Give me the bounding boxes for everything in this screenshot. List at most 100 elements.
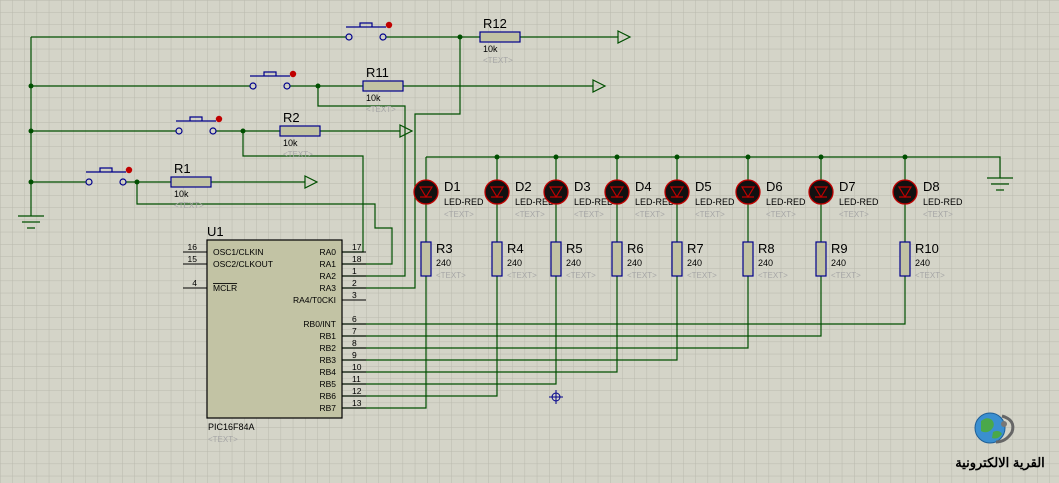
text-placeholder: <TEXT> [923, 210, 953, 219]
pin-name: RB7 [319, 403, 336, 413]
chip-part: PIC16F84A [208, 422, 255, 432]
text-placeholder: <TEXT> [635, 210, 665, 219]
pin-name: RA2 [319, 271, 336, 281]
diode-symbol-icon [897, 186, 913, 199]
push-button-3[interactable] [175, 115, 223, 135]
pin-number: 4 [192, 278, 197, 288]
resistor-ref: R8 [758, 241, 775, 256]
pin-name: RB6 [319, 391, 336, 401]
terminal-arrows [304, 30, 632, 189]
led-body [413, 179, 439, 205]
diode-symbol-icon [813, 186, 829, 199]
resistor-value: 10k [283, 138, 298, 148]
diode-symbol-icon [489, 186, 505, 199]
text-placeholder: <TEXT> [766, 210, 796, 219]
wires [18, 36, 1013, 409]
resistor-body [742, 241, 754, 277]
resistor-body [550, 241, 562, 277]
resistor-ref: R11 [366, 65, 389, 80]
resistor-ref: R4 [507, 241, 524, 256]
led-body [664, 179, 690, 205]
text-placeholder: <TEXT> [208, 435, 238, 444]
push-button-2[interactable] [249, 70, 297, 90]
push-buttons[interactable] [85, 21, 393, 186]
resistor-body [899, 241, 911, 277]
pin-number: 1 [352, 266, 357, 276]
resistor-body [815, 241, 827, 277]
pin-name: RB2 [319, 343, 336, 353]
resistor-value: 240 [758, 258, 773, 268]
led-value: LED-RED [923, 197, 963, 207]
led-body [484, 179, 510, 205]
text-placeholder: <TEXT> [174, 201, 204, 210]
pin-number: 6 [352, 314, 357, 324]
resistor-ref: R9 [831, 241, 848, 256]
push-button-1[interactable] [345, 21, 393, 41]
pin-number: 15 [188, 254, 198, 264]
led-body [735, 179, 761, 205]
text-placeholder: <TEXT> [574, 210, 604, 219]
pin-number: 12 [352, 386, 362, 396]
text-placeholder: <TEXT> [839, 210, 869, 219]
text-placeholder: <TEXT> [627, 271, 657, 280]
text-placeholder: <TEXT> [507, 271, 537, 280]
resistor-body [479, 31, 521, 43]
resistor-ref: R12 [483, 16, 507, 31]
push-button-4[interactable] [85, 166, 133, 186]
led-ref: D7 [839, 179, 856, 194]
text-placeholder: <TEXT> [444, 210, 474, 219]
resistor-body [671, 241, 683, 277]
resistor-value: 240 [436, 258, 451, 268]
text-placeholder: <TEXT> [566, 271, 596, 280]
crosshair-cursor-icon [549, 390, 563, 404]
pin-number: 16 [188, 242, 198, 252]
resistor-ref: R10 [915, 241, 939, 256]
pin-number: 2 [352, 278, 357, 288]
led-ref: D2 [515, 179, 532, 194]
led-body [543, 179, 569, 205]
pin-name: RB1 [319, 331, 336, 341]
resistor-value: 240 [831, 258, 846, 268]
resistor-ref: R5 [566, 241, 583, 256]
resistor-ref: R2 [283, 110, 300, 125]
